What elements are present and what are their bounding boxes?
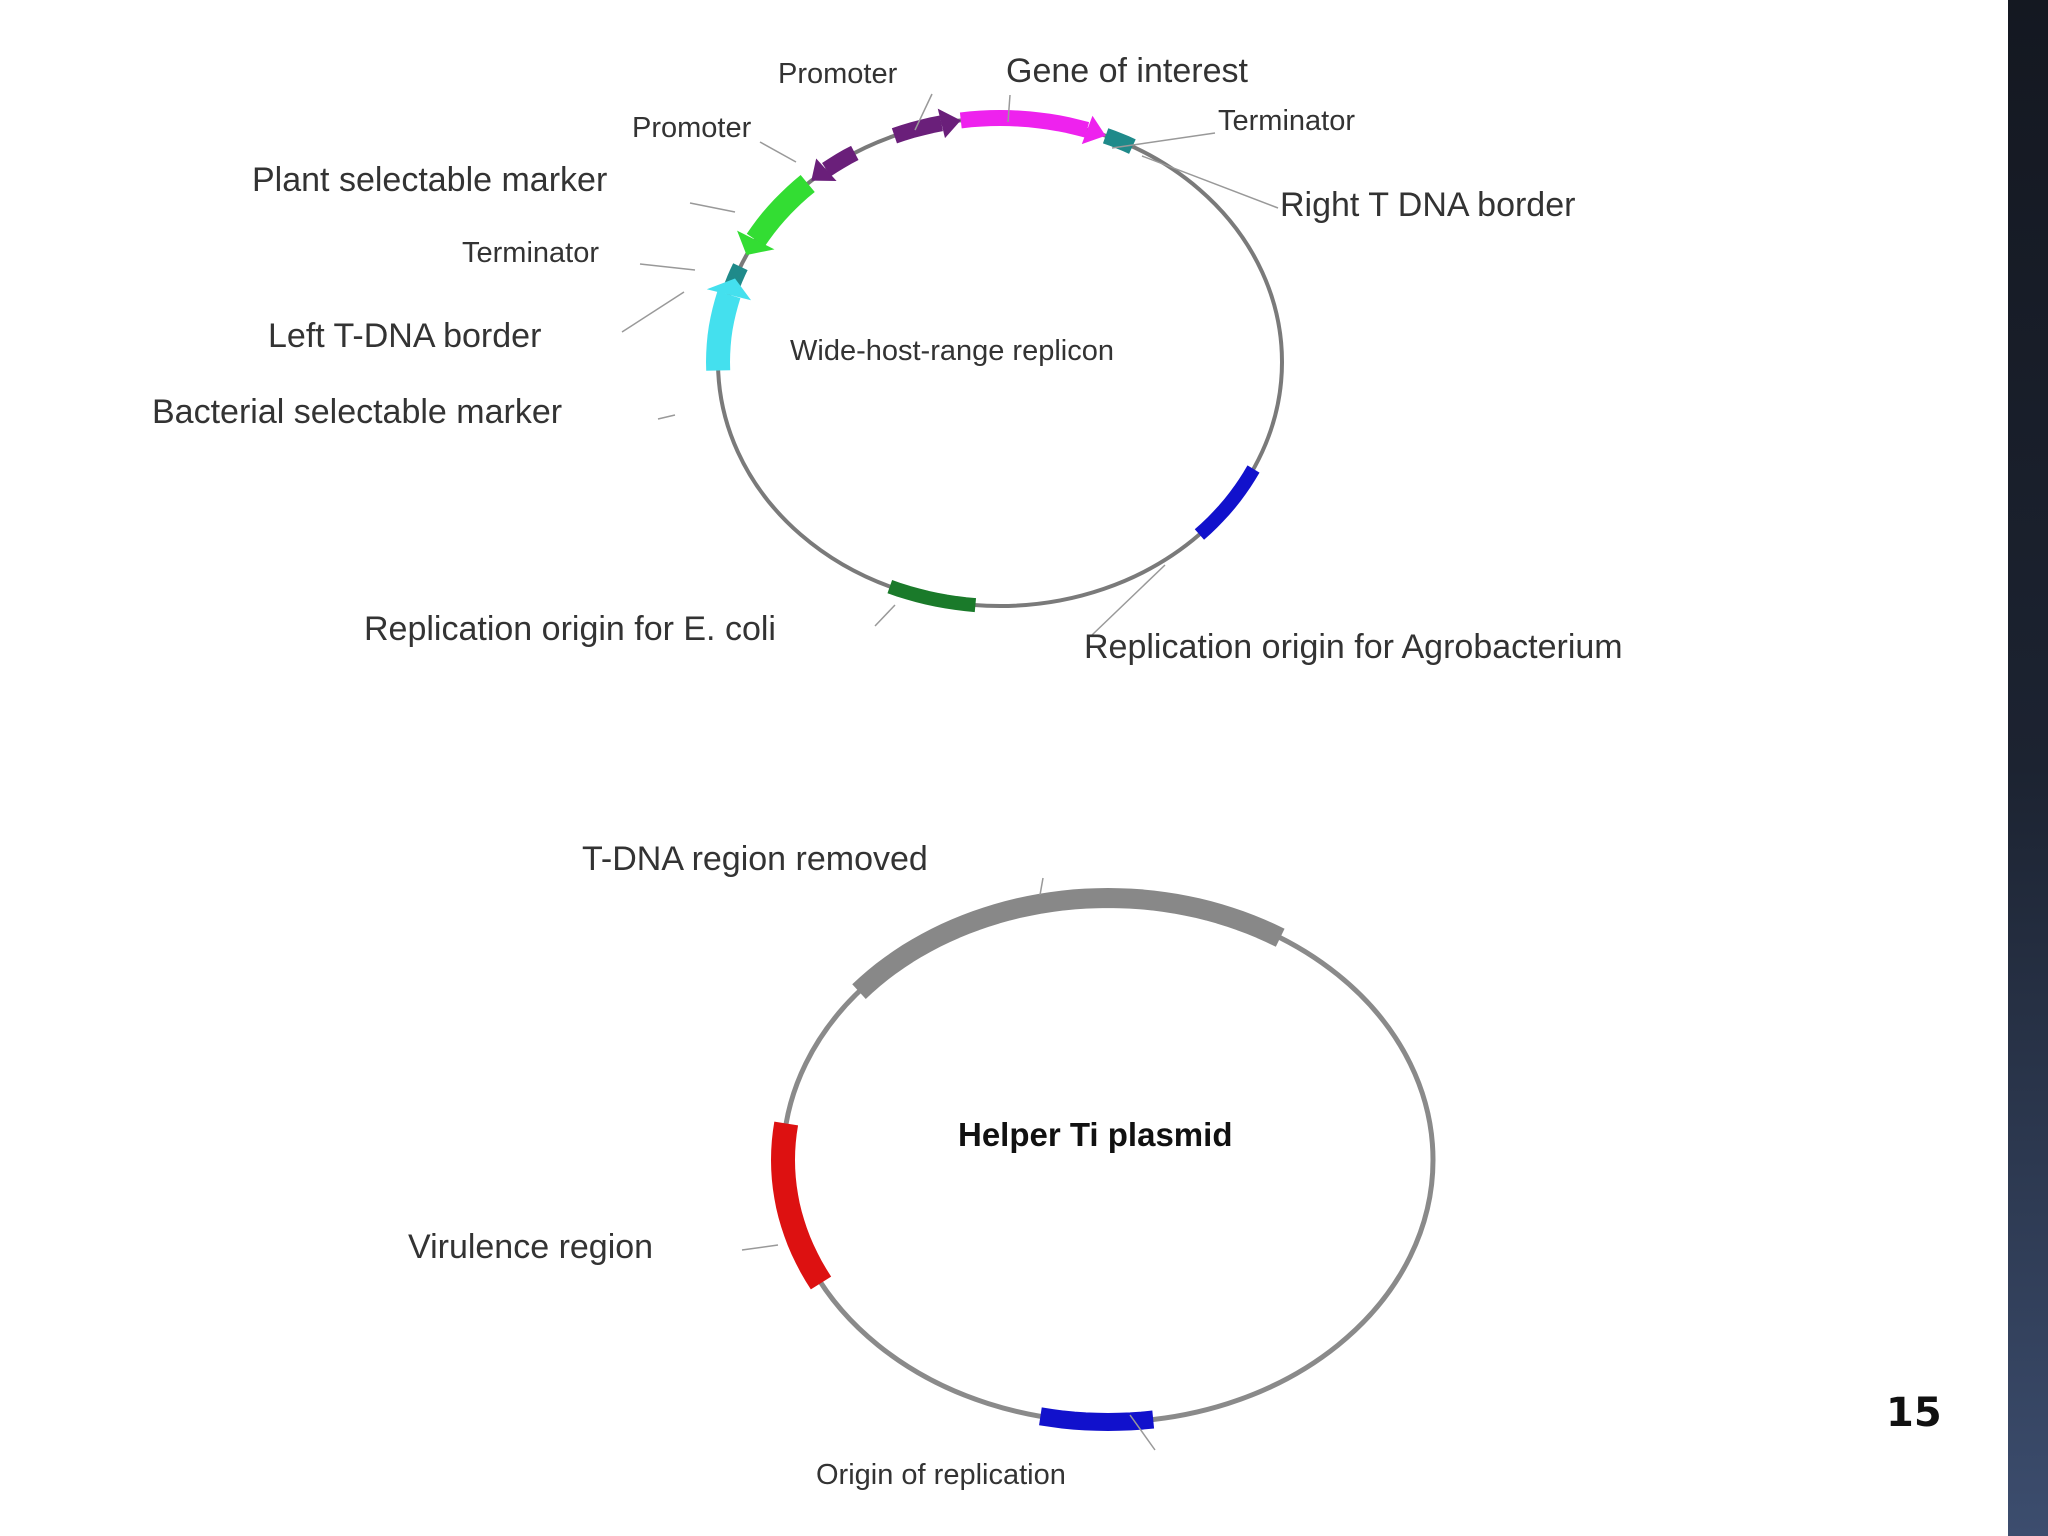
leader-bacterial-selectable-marker bbox=[657, 414, 676, 420]
leader-plant-selectable-marker bbox=[689, 202, 736, 213]
label-ori-agrobacterium: Replication origin for Agrobacterium bbox=[1084, 628, 1623, 666]
leader-right-border bbox=[1141, 155, 1279, 209]
label-tdna-region-removed: T-DNA region removed bbox=[582, 840, 928, 878]
binary-vector-map bbox=[621, 93, 1284, 636]
virulence-region-segment bbox=[770, 1121, 832, 1290]
label-terminator-top: Terminator bbox=[1218, 105, 1355, 137]
gene-of-interest-segment bbox=[959, 109, 1090, 138]
leader-ori-agrobacterium bbox=[1091, 564, 1166, 636]
page-number: 15 bbox=[1886, 1390, 1942, 1436]
plant-selectable-marker-segment-arrowhead bbox=[737, 230, 775, 256]
promoter-left-segment bbox=[822, 145, 859, 177]
leader-terminator-left bbox=[639, 263, 696, 271]
bacterial-selectable-marker-segment bbox=[705, 291, 741, 371]
label-virulence-region: Virulence region bbox=[408, 1228, 653, 1266]
promoter-left-segment-arrowhead bbox=[811, 158, 837, 182]
label-helper-ti-plasmid: Helper Ti plasmid bbox=[958, 1116, 1232, 1153]
label-terminator-left: Terminator bbox=[462, 237, 599, 269]
label-promoter-left: Promoter bbox=[632, 112, 752, 144]
leader-virulence-region bbox=[741, 1244, 779, 1251]
label-promoter-top: Promoter bbox=[778, 58, 898, 90]
helper-plasmid-map bbox=[741, 877, 1436, 1451]
leader-terminator-top bbox=[1111, 132, 1216, 149]
leader-origin-of-replication bbox=[1129, 1414, 1156, 1451]
plant-selectable-marker-segment bbox=[746, 175, 815, 247]
label-bacterial-selectable-marker: Bacterial selectable marker bbox=[152, 393, 562, 431]
bacterial-selectable-marker-segment-arrowhead bbox=[706, 278, 752, 301]
label-plant-selectable-marker: Plant selectable marker bbox=[252, 161, 607, 199]
slide-edge-bar bbox=[2008, 0, 2048, 1536]
label-right-border: Right T DNA border bbox=[1280, 186, 1575, 224]
origin-of-replication-segment bbox=[1039, 1407, 1155, 1432]
leader-ori-ecoli bbox=[874, 604, 896, 627]
leader-left-border bbox=[621, 291, 685, 333]
leader-promoter-top bbox=[914, 93, 933, 131]
label-ori-ecoli: Replication origin for E. coli bbox=[364, 610, 776, 648]
gene-of-interest-segment-arrowhead bbox=[1081, 115, 1106, 145]
label-origin-of-replication: Origin of replication bbox=[816, 1459, 1066, 1491]
leader-gene-of-interest bbox=[1007, 94, 1011, 123]
label-left-border: Left T-DNA border bbox=[268, 317, 541, 355]
terminator-top-segment bbox=[1102, 128, 1136, 154]
leader-promoter-left bbox=[759, 141, 797, 163]
promoter-top-segment bbox=[891, 115, 943, 144]
ori-ecoli-segment bbox=[887, 579, 977, 613]
tdna-region-removed-segment bbox=[852, 887, 1285, 999]
leader-tdna-region-removed bbox=[1039, 877, 1044, 896]
promoter-top-segment-arrowhead bbox=[937, 108, 961, 139]
label-wide-host-range-replicon: Wide-host-range replicon bbox=[790, 335, 1114, 367]
label-gene-of-interest: Gene of interest bbox=[1006, 52, 1248, 90]
ori-agrobacterium-segment bbox=[1194, 465, 1260, 540]
